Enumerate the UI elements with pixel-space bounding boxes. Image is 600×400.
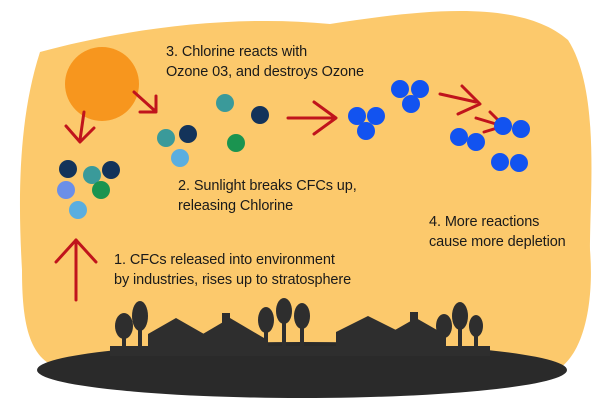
reaction-products	[391, 80, 429, 113]
tree	[132, 301, 148, 352]
tree	[115, 313, 133, 352]
arrow-cfcs-rise-head	[54, 238, 98, 264]
cfc-fragment-atom	[179, 125, 197, 143]
cfc-atom	[59, 160, 77, 178]
oxygen-atom	[491, 153, 509, 171]
tree	[294, 303, 310, 352]
arrow-chlorine-to-ozone-head	[312, 100, 338, 136]
process-arrows	[54, 84, 506, 302]
step-2-line-1: 2. Sunlight breaks CFCs up,	[178, 178, 357, 194]
step-1-line-2: by industries, rises up to stratosphere	[114, 272, 352, 288]
cfc-atom	[102, 161, 120, 179]
ozone-atom	[357, 122, 375, 140]
oxygen-atom	[467, 133, 485, 151]
tree	[258, 307, 274, 352]
tree	[469, 315, 483, 352]
step-4-caption: 4. More reactions cause more depletion	[429, 212, 566, 252]
cfc-atom	[92, 181, 110, 199]
cfc-fragment-atom	[227, 134, 245, 152]
depletion-products	[450, 117, 530, 172]
tree	[452, 302, 468, 352]
arrow-more-reactions-upper	[438, 92, 478, 104]
cfc-molecule-cluster	[57, 160, 120, 219]
oxygen-atom	[494, 117, 512, 135]
ozone-atom	[402, 95, 420, 113]
ozone-molecule	[348, 107, 385, 140]
step-2-line-2: releasing Chlorine	[178, 198, 294, 214]
arrow-sun-to-chlorine-head	[138, 94, 158, 114]
oxygen-atom	[450, 128, 468, 146]
tree	[276, 298, 292, 352]
cfc-atom	[57, 181, 75, 199]
arrow-sun-to-cfcs	[78, 110, 86, 142]
cfc-fragment-atom	[251, 106, 269, 124]
background-blob	[19, 10, 592, 378]
ozone-atom	[367, 107, 385, 125]
step-4-line-1: 4. More reactions	[429, 214, 540, 230]
chlorine-release-cluster	[157, 94, 269, 167]
arrow-more-reactions-lower	[474, 116, 498, 126]
tree	[436, 314, 452, 352]
step-3-caption: 3. Chlorine reacts with Ozone 03, and de…	[166, 42, 364, 82]
chlorine-atom	[171, 149, 189, 167]
cfc-fragment-atom	[216, 94, 234, 112]
cfc-fragment-atom	[157, 129, 175, 147]
step-2-caption: 2. Sunlight breaks CFCs up, releasing Ch…	[178, 176, 357, 216]
cfc-atom	[69, 201, 87, 219]
arrow-more-reactions-upper-head	[456, 84, 482, 116]
ozone-atom	[391, 80, 409, 98]
sun-icon	[65, 47, 139, 121]
ozone-atom	[411, 80, 429, 98]
step-3-line-2: Ozone 03, and destroys Ozone	[166, 64, 364, 80]
oxygen-atom	[512, 120, 530, 138]
arrow-sun-to-chlorine	[132, 90, 156, 112]
oxygen-atom	[510, 154, 528, 172]
step-3-line-1: 3. Chlorine reacts with	[166, 44, 308, 60]
ozone-atom	[348, 107, 366, 125]
step-4-line-2: cause more depletion	[429, 234, 566, 250]
town-silhouette	[110, 298, 490, 356]
arrow-sun-to-cfcs-head	[64, 124, 96, 144]
step-1-caption: 1. CFCs released into environment by ind…	[114, 250, 351, 290]
step-1-line-1: 1. CFCs released into environment	[114, 252, 335, 268]
cfc-atom	[83, 166, 101, 184]
